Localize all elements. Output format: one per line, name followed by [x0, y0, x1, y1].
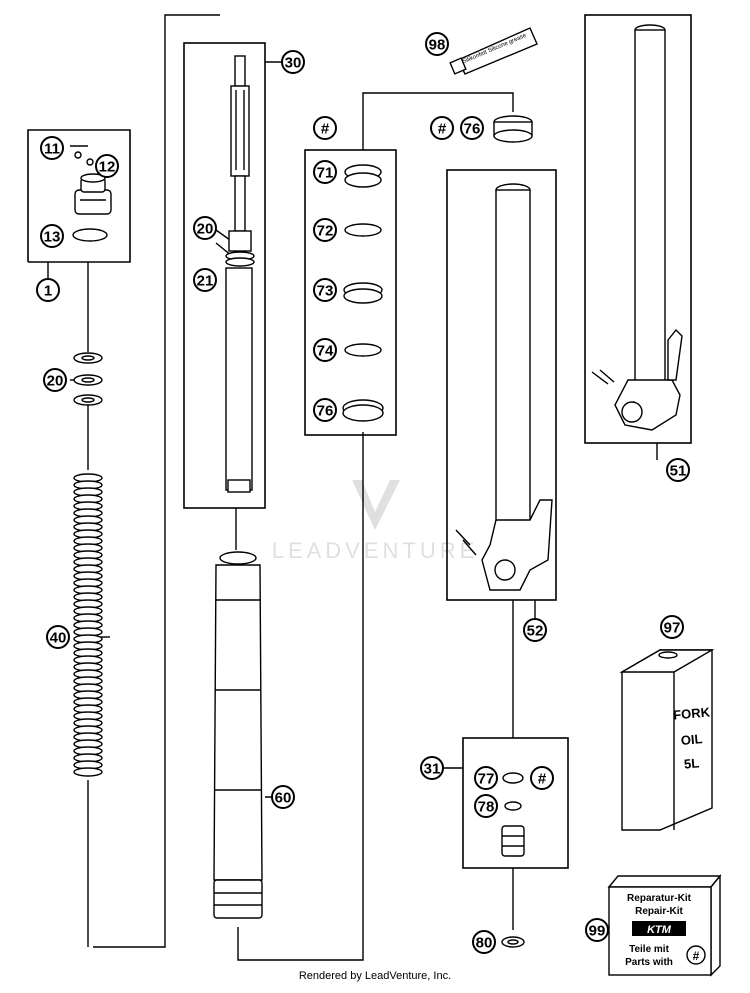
callout-label: 77 [478, 771, 495, 788]
callout-label: 31 [424, 761, 441, 778]
callout-hash: # [430, 116, 454, 140]
repair-kit-hash: # [693, 949, 700, 963]
callout-label: 71 [317, 165, 334, 182]
grease-tube: Silikonfett Silicone grease [449, 27, 538, 75]
repair-kit-label-2: Repair-Kit [635, 906, 683, 917]
repair-kit: Reparatur-Kit Repair-Kit KTM Teile mit P… [607, 874, 722, 977]
dust-seal-76 [493, 115, 533, 143]
callout-71: 71 [313, 160, 337, 184]
callout-label: 74 [317, 343, 334, 360]
repair-kit-brand: KTM [647, 924, 672, 936]
leader-lines [47, 14, 658, 961]
callout-30: 30 [281, 50, 305, 74]
watermark: LEADVENTURE [272, 480, 479, 563]
callout-label: 72 [317, 223, 334, 240]
callout-hash: # [313, 116, 337, 140]
repair-kit-label-3: Teile mit [629, 944, 669, 955]
seal-kit [342, 164, 384, 422]
inner-tube-52 [455, 183, 553, 591]
washer-80 [501, 936, 525, 948]
callout-label: 98 [429, 37, 446, 54]
callout-74: 74 [313, 338, 337, 362]
damper-cartridge [225, 55, 255, 493]
callout-label: 52 [527, 623, 544, 640]
callout-label: # [538, 771, 547, 788]
callout-hash: # [530, 766, 554, 790]
callout-label: 30 [285, 55, 302, 72]
callout-label: 76 [317, 403, 334, 420]
watermark-text: LEADVENTURE [272, 538, 479, 563]
callout-label: 13 [44, 229, 61, 246]
callout-52: 52 [523, 618, 547, 642]
outer-tube [213, 551, 263, 919]
callout-40: 40 [46, 625, 70, 649]
callout-20: 20 [193, 216, 217, 240]
oil-can-label-1: FORK [673, 704, 712, 722]
callout-51: 51 [666, 458, 690, 482]
callout-80: 80 [472, 930, 496, 954]
callout-73: 73 [313, 278, 337, 302]
callouts: 1111213202021303140515260717273747676777… [36, 32, 690, 954]
callout-76: 76 [460, 116, 484, 140]
callout-12: 12 [95, 154, 119, 178]
callout-78: 78 [474, 794, 498, 818]
callout-label: 80 [476, 935, 493, 952]
inner-tube-51 [591, 24, 683, 431]
callout-98: 98 [425, 32, 449, 56]
callout-label: 11 [44, 141, 60, 158]
callout-99: 99 [585, 918, 609, 942]
valve-31 [501, 772, 525, 857]
callout-label: # [321, 121, 330, 138]
footer-credit: Rendered by LeadVenture, Inc. [298, 970, 452, 982]
callout-label: 76 [464, 121, 481, 138]
repair-kit-label-1: Reparatur-Kit [627, 893, 692, 904]
callout-20: 20 [43, 368, 67, 392]
callout-label: 51 [670, 463, 687, 480]
group-boxes [27, 14, 692, 869]
callout-label: 12 [99, 159, 116, 176]
fork-cap [72, 151, 112, 242]
callout-label: 20 [197, 221, 214, 238]
callout-label: 97 [664, 620, 681, 637]
callout-77: 77 [474, 766, 498, 790]
callout-13: 13 [40, 224, 64, 248]
oil-can-label-3: 5L [683, 755, 699, 771]
washers-20 [73, 352, 103, 406]
callout-31: 31 [420, 756, 444, 780]
callout-11: 11 [40, 136, 64, 160]
callout-label: 20 [47, 373, 64, 390]
callout-1: 1 [36, 278, 60, 302]
callout-60: 60 [271, 785, 295, 809]
callout-label: 73 [317, 283, 334, 300]
callout-label: 60 [275, 790, 292, 807]
callout-76: 76 [313, 398, 337, 422]
oil-can-label-2: OIL [680, 731, 703, 748]
callout-72: 72 [313, 218, 337, 242]
callout-label: 99 [589, 923, 606, 940]
oil-can: FORK OIL 5L [619, 649, 715, 831]
callout-97: 97 [660, 615, 684, 639]
callout-label: 21 [197, 273, 214, 290]
spring-coil [73, 767, 103, 777]
callout-label: 78 [478, 799, 495, 816]
repair-kit-label-4: Parts with [625, 957, 673, 968]
callout-21: 21 [193, 268, 217, 292]
callout-label: # [438, 121, 447, 138]
callout-label: 40 [50, 630, 67, 647]
fork-spring [73, 473, 103, 777]
callout-label: 1 [44, 283, 52, 300]
